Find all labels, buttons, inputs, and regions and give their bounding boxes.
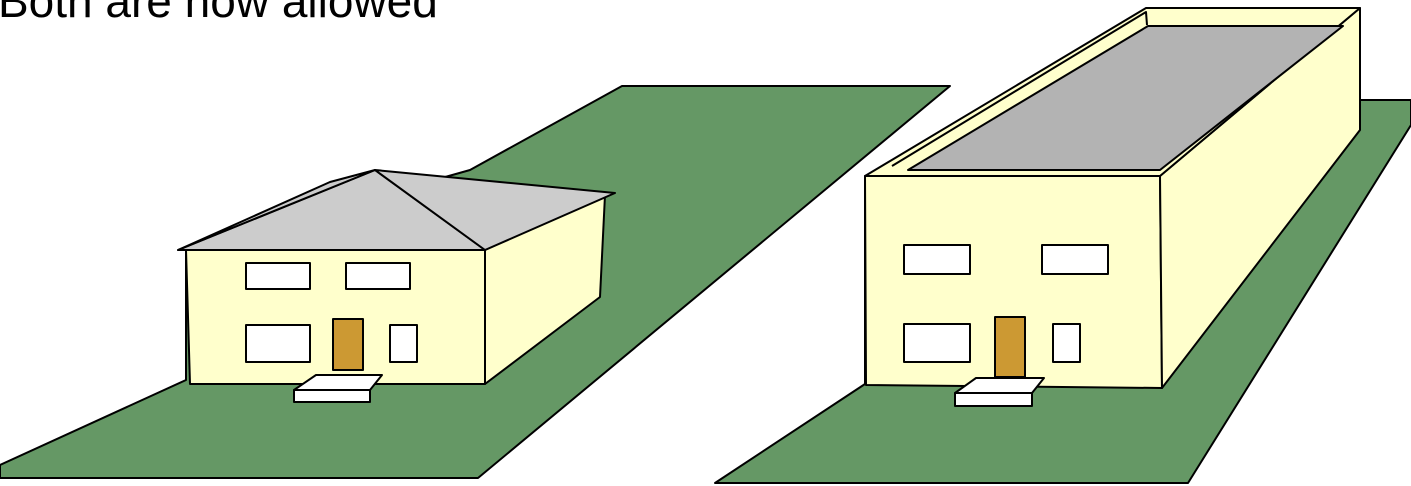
small-house-roof-back: [177, 169, 376, 251]
tall-building-window-lower-left: [903, 323, 971, 363]
slide-caption: Both are now allowed: [0, 0, 438, 27]
small-house-group: [0, 85, 951, 479]
small-house-window-lower-left: [245, 324, 311, 363]
small-house-window-lower-right: [389, 324, 418, 363]
small-house-window-upper-right: [345, 262, 411, 290]
tall-building-door: [994, 316, 1026, 378]
tall-building-flat-roof: [907, 25, 1344, 171]
tall-building-window-lower-right: [1052, 323, 1081, 363]
tall-building-step-front: [954, 392, 1033, 407]
small-house-door: [332, 318, 364, 371]
small-house-roof-side: [374, 169, 616, 251]
tall-building-window-upper-left: [903, 244, 971, 275]
small-house-step-front: [293, 389, 371, 403]
tall-building-group: [714, 7, 1411, 484]
tall-building-window-upper-right: [1041, 244, 1109, 275]
small-house-window-upper-left: [245, 262, 311, 290]
tall-building-parapet-inner-edge: [891, 11, 1148, 167]
